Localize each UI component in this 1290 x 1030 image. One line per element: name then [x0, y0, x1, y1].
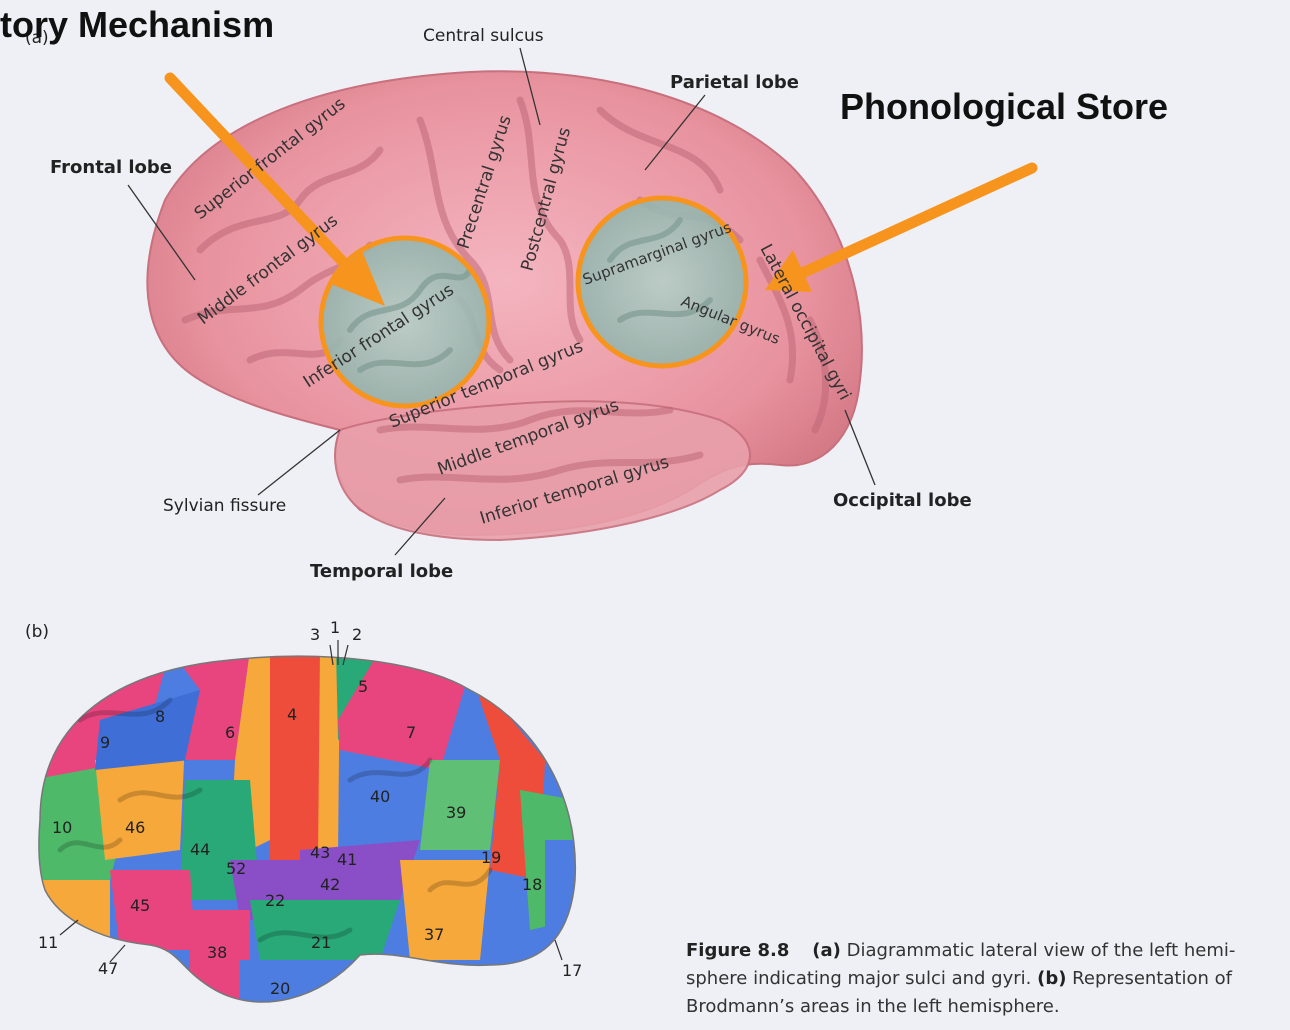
brodmann-area-1: 1 — [330, 618, 340, 637]
phonological-store-title: Phonological Store — [840, 86, 1168, 128]
brodmann-area-9: 9 — [100, 733, 110, 752]
brodmann-area-22: 22 — [265, 891, 285, 910]
parietal-lobe-label: Parietal lobe — [670, 72, 799, 93]
brodmann-area-38: 38 — [207, 943, 227, 962]
brodmann-area-41: 41 — [337, 850, 357, 869]
brodmann-area-6: 6 — [225, 723, 235, 742]
brodmann-area-4: 4 — [287, 705, 297, 724]
sylvian-fissure-label: Sylvian fissure — [163, 496, 286, 516]
brodmann-area-8: 8 — [155, 707, 165, 726]
brodmann-area-21: 21 — [311, 933, 331, 952]
brodmann-area-3: 3 — [310, 625, 320, 644]
brodmann-area-10: 10 — [52, 818, 72, 837]
brodmann-area-44: 44 — [190, 840, 210, 859]
brodmann-area-42: 42 — [320, 875, 340, 894]
brodmann-area-37: 37 — [424, 925, 444, 944]
caption-a-tag: (a) — [812, 940, 841, 961]
frontal-lobe-label: Frontal lobe — [50, 157, 172, 178]
brodmann-area-20: 20 — [270, 979, 290, 998]
caption-figure-number: Figure 8.8 — [686, 940, 789, 961]
panel-b-label: (b) — [25, 622, 49, 642]
brodmann-area-5: 5 — [358, 677, 368, 696]
temporal-lobe-label: Temporal lobe — [310, 561, 453, 582]
occipital-lobe-label: Occipital lobe — [833, 490, 972, 511]
brodmann-area-7: 7 — [406, 723, 416, 742]
brodmann-area-11: 11 — [38, 933, 58, 952]
caption-b-tag: (b) — [1037, 968, 1066, 989]
brodmann-area-43: 43 — [310, 843, 330, 862]
brodmann-area-19: 19 — [481, 848, 501, 867]
brodmann-area-17: 17 — [562, 961, 582, 980]
brodmann-area-40: 40 — [370, 787, 390, 806]
articulatory-mechanism-title: tory Mechanism — [0, 4, 274, 46]
brodmann-area-52: 52 — [226, 859, 246, 878]
brodmann-area-47: 47 — [98, 959, 118, 978]
central-sulcus-label: Central sulcus — [423, 26, 544, 46]
brodmann-area-2: 2 — [352, 625, 362, 644]
figure-caption: Figure 8.8 (a) Diagrammatic lateral view… — [686, 937, 1276, 1021]
brodmann-area-45: 45 — [130, 896, 150, 915]
brodmann-area-46: 46 — [125, 818, 145, 837]
brodmann-area-39: 39 — [446, 803, 466, 822]
brodmann-area-18: 18 — [522, 875, 542, 894]
